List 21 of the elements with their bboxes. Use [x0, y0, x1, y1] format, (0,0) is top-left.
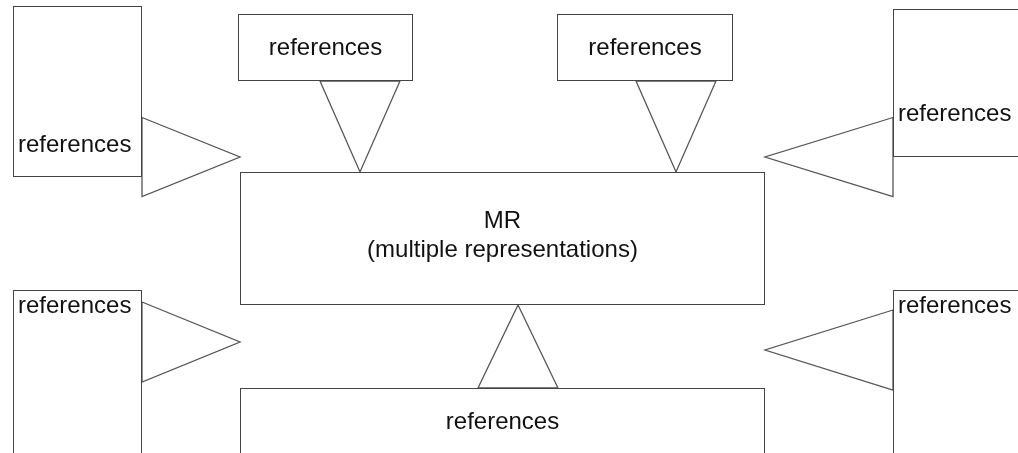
box-label: references [445, 408, 560, 435]
arrow [635, 80, 717, 174]
box-label: references [588, 34, 702, 61]
box-label: (multiple representations) [367, 234, 638, 264]
arrow [762, 116, 894, 198]
arrow [476, 303, 560, 389]
reference-box [557, 14, 733, 81]
box-label: MR [483, 206, 522, 235]
reference-box [893, 9, 1018, 157]
reference-box [13, 6, 142, 177]
arrow [141, 116, 242, 198]
box-label: references [898, 100, 1012, 127]
box-label: references [268, 34, 383, 61]
arrow [319, 80, 401, 174]
box-label: references [898, 292, 1012, 319]
reference-box [238, 14, 413, 81]
arrow [141, 301, 242, 383]
arrow [762, 309, 894, 391]
box-label: references [18, 292, 132, 319]
reference-box [893, 290, 1018, 453]
box-label: references [18, 131, 132, 158]
